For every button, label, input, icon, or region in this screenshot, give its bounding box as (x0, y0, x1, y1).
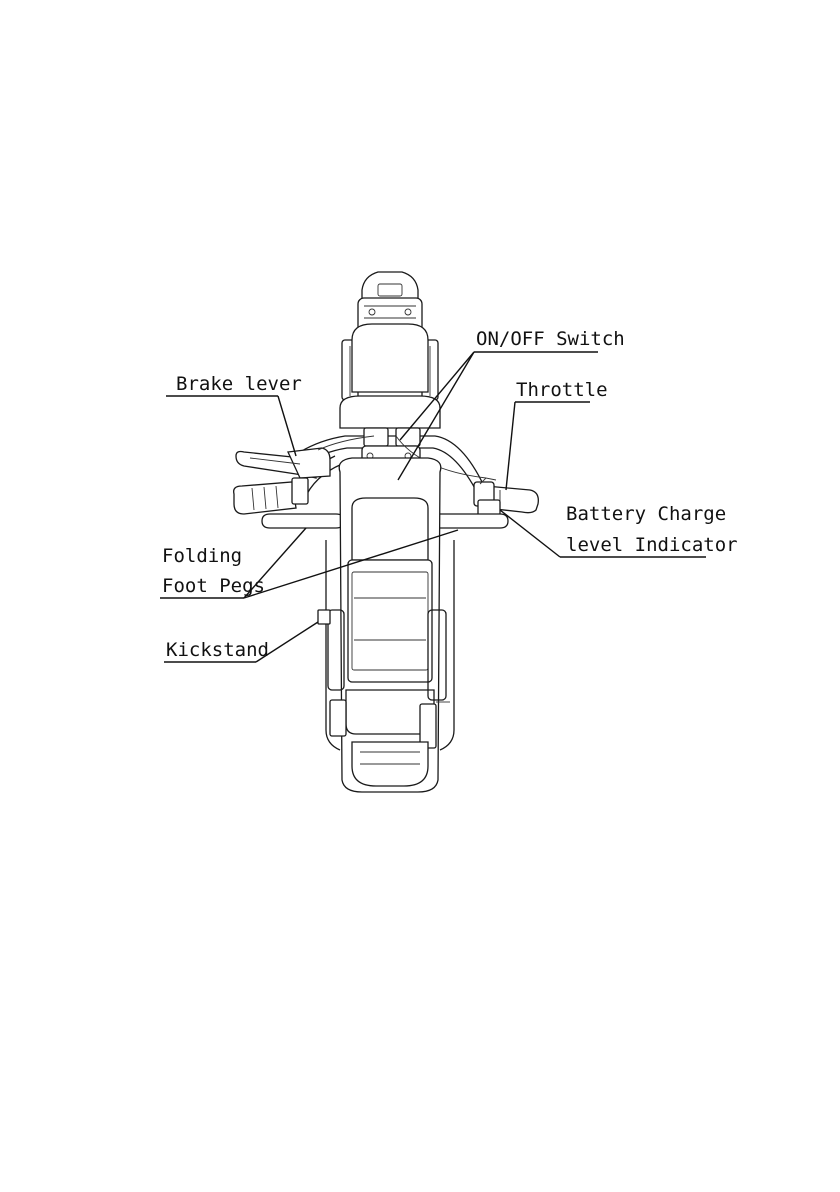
brake-lever-part (236, 448, 330, 478)
label-throttle: Throttle (516, 379, 608, 401)
label-folding-line1: Folding (162, 545, 242, 567)
label-battery-line2: level Indicator (566, 534, 738, 556)
label-brake-lever: Brake lever (176, 373, 302, 395)
label-kickstand: Kickstand (166, 639, 269, 661)
scooter-drawing (234, 272, 539, 792)
label-folding-line2: Foot Pegs (162, 575, 265, 597)
kickstand-part (318, 610, 330, 624)
stem-clamp (340, 396, 440, 428)
label-battery-line1: Battery Charge (566, 503, 726, 525)
left-grip (234, 478, 308, 514)
headlight-housing (352, 324, 428, 392)
label-on-off-switch: ON/OFF Switch (476, 328, 625, 350)
